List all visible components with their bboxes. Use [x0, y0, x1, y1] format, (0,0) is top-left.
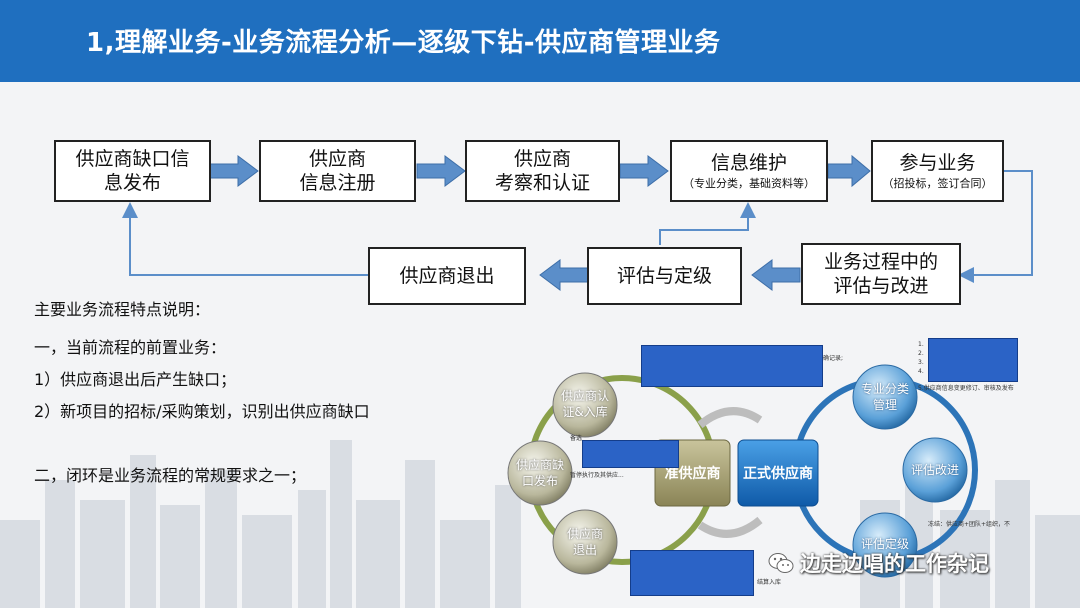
- flow-box-exit: 供应商退出: [368, 247, 526, 305]
- center-label-formal: 正式供应商: [743, 466, 813, 482]
- fragment-i: 冻结：: [928, 521, 947, 528]
- watermark-text: 边走边唱的工作杂记: [800, 552, 989, 576]
- flow-box-process-evaluation: 业务过程中的 评估与改进: [801, 243, 961, 305]
- fragment-j: 备选: [570, 435, 583, 442]
- arrow-7-8: [539, 259, 589, 291]
- flow-box-gap-publish: 供应商缺口信 息发布: [54, 140, 211, 202]
- node-exit: [552, 509, 618, 575]
- node-grading: [852, 512, 918, 578]
- arrow-4-5: [827, 154, 871, 188]
- title-bar: 1,理解业务-业务流程分析—逐级下钻-供应商管理业务: [0, 0, 1080, 82]
- swirl-arrow-bottom: [697, 516, 763, 538]
- fragment-k: 暂停执行及其供应...: [570, 472, 624, 479]
- notes-line-3: 2）新项目的招标/采购策划，识别出供应商缺口: [34, 402, 370, 421]
- redacted-block-top-left: [641, 345, 823, 387]
- node-certification: [552, 372, 618, 438]
- fragment-b: 5.供应商信息变更修订、审核及发布: [918, 385, 1014, 392]
- flow-box-inspection: 供应商 考察和认证: [465, 140, 620, 202]
- connector-8-1: [122, 202, 368, 276]
- redacted-block-top-right: [928, 338, 1018, 382]
- arrow-1-2: [209, 155, 259, 187]
- fragment-e: 3.: [918, 359, 924, 366]
- swirl-arrow-top: [697, 407, 763, 429]
- fragment-d: 2.: [918, 350, 924, 357]
- center-label-prospective: 准供应商: [664, 466, 721, 482]
- watermark: 边走边唱的工作杂记: [768, 548, 989, 578]
- center-block-formal: [737, 439, 819, 507]
- node-classification: [852, 364, 918, 430]
- node-label-exit: 供应商 退出: [566, 527, 603, 557]
- notes-heading: 主要业务流程特点说明：: [34, 300, 211, 319]
- notes-line-4: 二，闭环是业务流程的常规要求之一；: [34, 466, 307, 485]
- node-gap-publish: [507, 440, 573, 506]
- node-label-classification: 专业分类 管理: [860, 382, 909, 412]
- fragment-f: 4.: [918, 368, 924, 375]
- page-title: 1,理解业务-业务流程分析—逐级下钻-供应商管理业务: [86, 28, 721, 58]
- redacted-block-mid-left: [582, 440, 679, 468]
- arrow-3-4: [619, 155, 669, 187]
- arrow-2-3: [416, 155, 466, 187]
- wechat-icon: [768, 553, 794, 573]
- flow-box-info-maintenance: 信息维护 （专业分类，基础资料等）: [670, 140, 828, 202]
- node-improvement: [902, 437, 968, 503]
- node-label-grading: 评估定级: [860, 537, 909, 551]
- connector-5-6: [958, 170, 1033, 283]
- node-label-improvement: 评估改进: [910, 463, 959, 477]
- fragment-a: 确记录;: [823, 355, 844, 362]
- node-label-gap-publish: 供应商缺 口发布: [515, 458, 564, 488]
- node-label-certification: 供应商认 证&入库: [560, 389, 609, 419]
- flow-box-participate: 参与业务 （招投标，签订合同）: [871, 140, 1004, 202]
- connector-7-4: [659, 202, 756, 245]
- flow-box-registration: 供应商 信息注册: [259, 140, 416, 202]
- fragment-g: 供应商+团队+组织，不: [946, 521, 1011, 528]
- arrow-6-7: [751, 259, 801, 291]
- fragment-c: 1.: [918, 341, 924, 348]
- notes-line-2: 1）供应商退出后产生缺口；: [34, 370, 237, 389]
- notes-line-1: 一，当前流程的前置业务：: [34, 338, 227, 357]
- fragment-h: 结算入库: [757, 579, 782, 586]
- redacted-block-bottom-left: [630, 550, 754, 596]
- flow-box-grading: 评估与定级: [587, 247, 742, 305]
